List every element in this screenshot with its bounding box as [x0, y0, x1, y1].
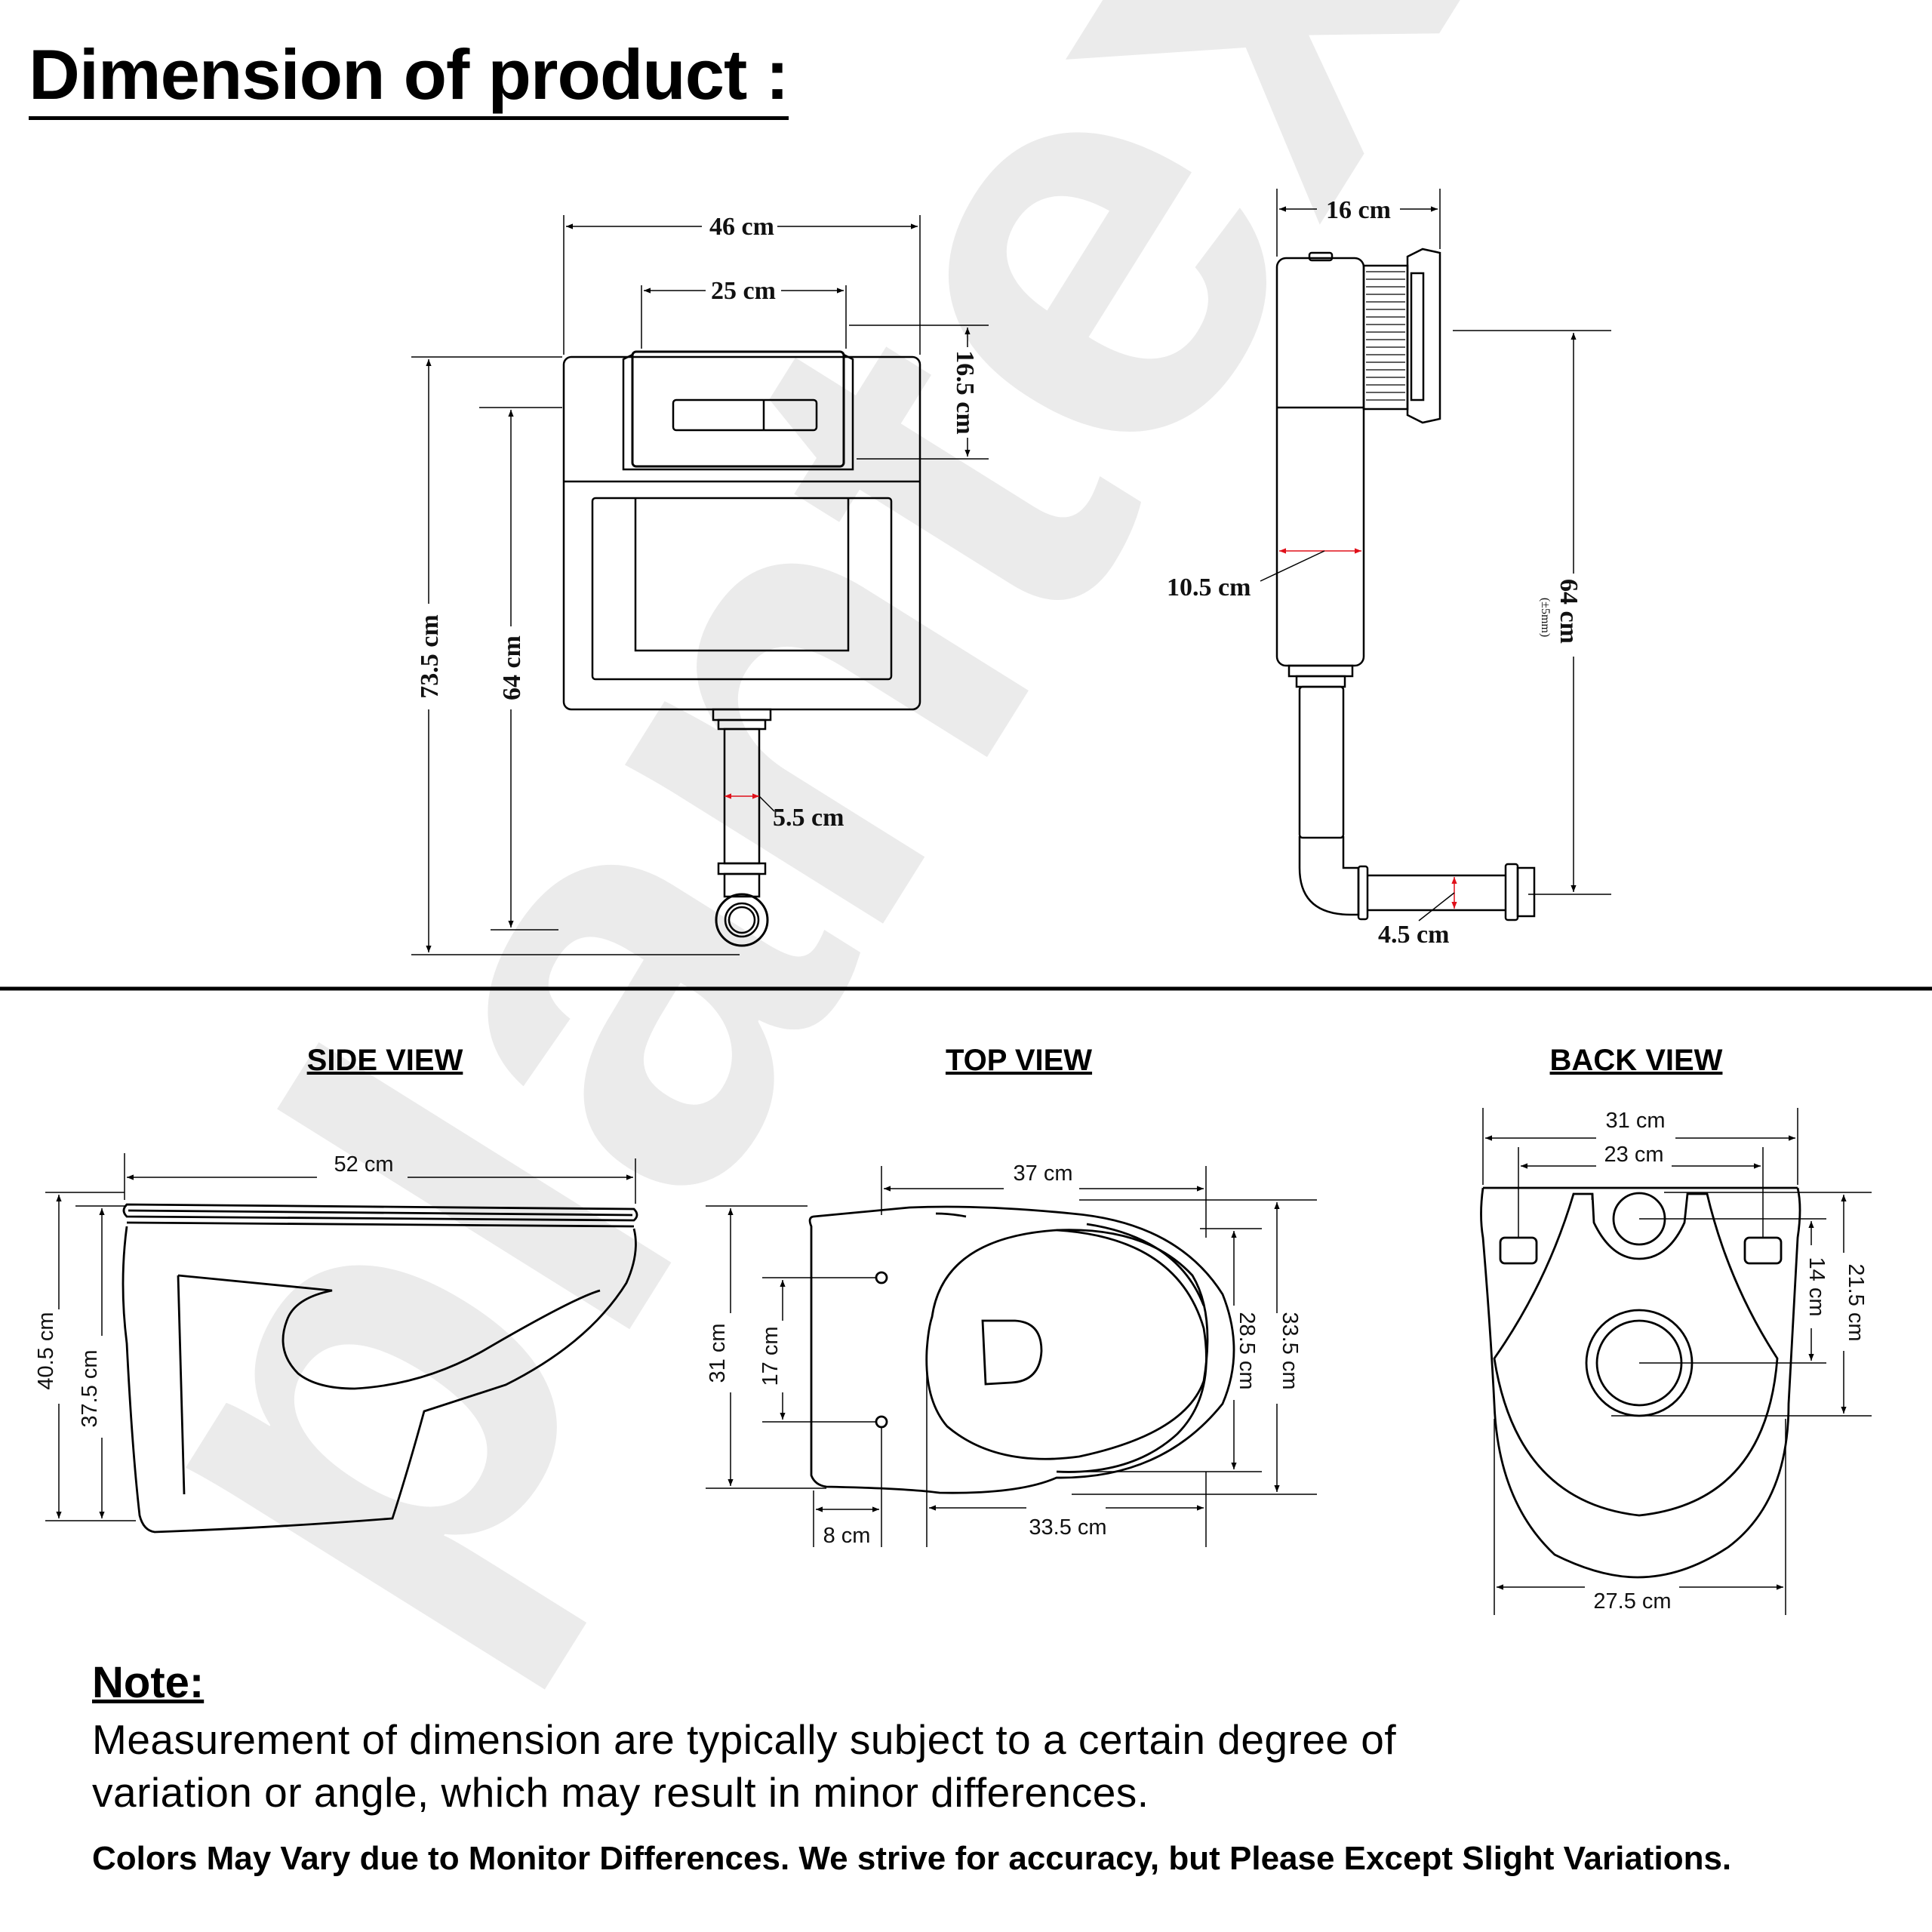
dim-front-width: 46 cm: [709, 213, 774, 241]
back-view-labels: 31 cm 23 cm 14 cm 21.5 cm 27.5 cm: [1593, 1109, 1868, 1614]
top-view-labels: 37 cm 31 cm 17 cm 33.5 cm 28.5 cm 8 cm 3…: [706, 1161, 1302, 1548]
dim-hinge-spacing: 17 cm: [758, 1327, 783, 1386]
dim-side-tolerance: (±5mm): [1539, 598, 1552, 637]
dim-seat-width: 28.5 cm: [1235, 1312, 1259, 1389]
cistern-side-labels: 16 cm 10.5 cm 64 cm (±5mm) 4.5 cm: [1167, 196, 1583, 949]
dim-outlet-diameter: 4.5 cm: [1378, 921, 1449, 949]
fixing-hole-left: [1499, 1236, 1538, 1265]
note-title: Note:: [92, 1658, 205, 1707]
dim-back-bottom-width: 27.5 cm: [1593, 1589, 1671, 1614]
cistern-front-dimensions: [411, 215, 989, 955]
seat-hinge-hole-top: [875, 1271, 888, 1284]
seat-hinge-hole-bottom: [875, 1415, 888, 1429]
dim-plate-height: 16.5 cm: [951, 350, 979, 434]
note-line-1: Measurement of dimension are typically s…: [92, 1715, 1397, 1763]
note-line-2: variation or angle, which may result in …: [92, 1768, 1149, 1816]
cistern-side-view: [1275, 248, 1536, 921]
color-disclaimer: Colors May Vary due to Monitor Differenc…: [92, 1840, 1732, 1877]
dim-cistern-height: 64 cm: [498, 635, 526, 700]
svg-text:SIDE VIEW: SIDE VIEW: [307, 1044, 463, 1077]
page-title: Dimension of product :: [29, 39, 789, 120]
cistern-side-dimensions: [1260, 189, 1611, 921]
dim-outlet-height: 21.5 cm: [1844, 1263, 1868, 1341]
flush-button-dual: [672, 398, 818, 432]
dim-rear-offset: 8 cm: [823, 1524, 871, 1548]
note-section: Note: Measurement of dimension are typic…: [92, 1659, 1918, 1819]
side-view-toilet: [122, 1203, 638, 1534]
back-view-heading: BACK VIEW: [1550, 1044, 1723, 1077]
dim-side-length: 52 cm: [334, 1152, 394, 1177]
dim-top-left-width: 31 cm: [706, 1324, 730, 1383]
dim-side-total-height: 40.5 cm: [34, 1312, 58, 1389]
cistern-front-labels: 46 cm 25 cm 16.5 cm 73.5 cm 64 cm 5.5 cm: [416, 213, 979, 832]
svg-text:TOP VIEW: TOP VIEW: [946, 1044, 1092, 1077]
dim-plate-width: 25 cm: [711, 277, 776, 305]
dim-side-body-height: 37.5 cm: [78, 1349, 102, 1427]
dim-body-depth: 10.5 cm: [1167, 574, 1251, 601]
svg-text:BACK VIEW: BACK VIEW: [1550, 1044, 1723, 1077]
side-view-labels: 52 cm 40.5 cm 37.5 cm: [34, 1152, 393, 1428]
back-view-toilet: [1480, 1186, 1801, 1579]
dim-inlet-height: 14 cm: [1804, 1257, 1829, 1317]
side-view-dimensions: [45, 1153, 636, 1521]
dim-back-hole-spacing: 23 cm: [1604, 1143, 1664, 1167]
dim-top-length: 37 cm: [1014, 1161, 1073, 1186]
top-view-dimensions: [706, 1166, 1317, 1547]
back-view-dimensions: [1482, 1108, 1872, 1615]
dim-total-height: 73.5 cm: [416, 614, 444, 698]
dim-pipe-diameter: 5.5 cm: [773, 804, 844, 832]
fixing-hole-right: [1743, 1236, 1783, 1265]
side-view-heading: SIDE VIEW: [307, 1044, 463, 1077]
top-view-toilet: [808, 1205, 1235, 1494]
dim-side-depth: 16 cm: [1326, 196, 1391, 224]
dim-back-top-width: 31 cm: [1606, 1109, 1666, 1133]
top-view-heading: TOP VIEW: [946, 1044, 1092, 1077]
cistern-front-view: [562, 350, 921, 947]
dim-top-right-width: 33.5 cm: [1278, 1312, 1302, 1389]
dim-side-height: 64 cm: [1555, 579, 1583, 644]
dim-top-bottom-length: 33.5 cm: [1029, 1515, 1106, 1540]
outlet-pipe-end: [715, 893, 769, 947]
